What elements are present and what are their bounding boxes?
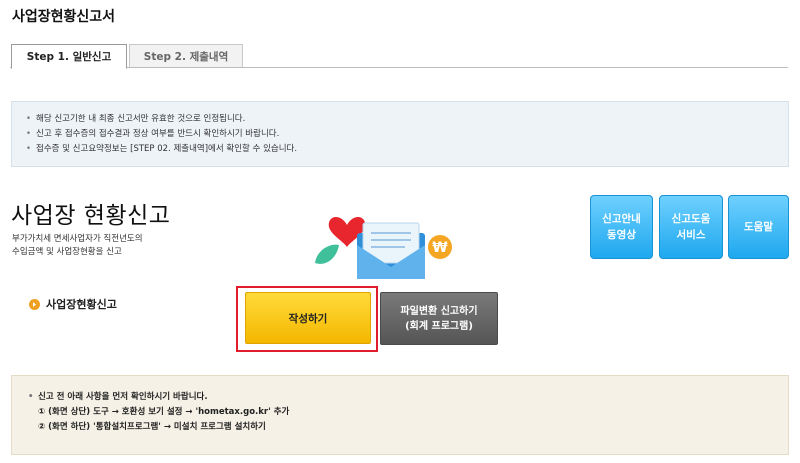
notice-item: 신고 후 접수증의 접수결과 정상 여부를 반드시 확인하시기 바랍니다. (26, 127, 774, 142)
button-label: 신고도움 (671, 213, 711, 225)
main-heading: 사업장 현황신고 (11, 203, 171, 229)
section-label-text: 사업장현황신고 (46, 298, 117, 311)
notice-item: 접수증 및 신고요약정보는 [STEP 02. 제출내역]에서 확인할 수 있습… (26, 142, 774, 157)
heart-icon (328, 216, 366, 247)
help-button[interactable]: 도움말 (728, 195, 789, 259)
description-line: 부가가치세 면세사업자가 직전년도의 (12, 234, 143, 244)
button-label: 신고안내 (602, 213, 641, 225)
notice-heading: 신고 전 아래 사항을 먼저 확인하시기 바랍니다. (28, 390, 772, 405)
notice-step: ① (화면 상단) 도구 → 호환성 보기 설정 → 'hometax.go.k… (38, 407, 290, 417)
button-label: 파일변환 신고하기 (400, 305, 478, 317)
notice-step: ② (화면 하단) '통합설치프로그램' → 미설치 프로그램 설치하기 (38, 422, 266, 432)
tab-step2-history[interactable]: Step 2. 제출내역 (129, 44, 243, 67)
highlight-outline (236, 286, 378, 352)
pre-filing-notice: 신고 전 아래 사항을 먼저 확인하시기 바랍니다. ① (화면 상단) 도구 … (11, 375, 789, 455)
main-description: 부가가치세 면세사업자가 직전년도의 수입금액 및 사업장현황을 신고 (12, 233, 143, 259)
notice-item: 해당 신고기한 내 최종 신고서만 유효한 것으로 인정됩니다. (26, 112, 774, 127)
leaf-icon (315, 244, 339, 264)
envelope-illustration-icon: ₩ (315, 216, 452, 279)
section-label: 사업장현황신고 (29, 296, 117, 312)
svg-text:₩: ₩ (432, 240, 448, 256)
file-convert-filing-button[interactable]: 파일변환 신고하기 (회계 프로그램) (380, 292, 498, 345)
orange-bullet-icon (29, 298, 40, 310)
description-line: 수입금액 및 사업장현황을 신고 (12, 247, 122, 257)
button-label: 동영상 (607, 229, 636, 241)
won-coin-icon (428, 235, 452, 259)
notice-box: 해당 신고기한 내 최종 신고서만 유효한 것으로 인정됩니다. 신고 후 접수… (11, 101, 789, 167)
write-button[interactable]: 작성하기 (245, 292, 371, 344)
button-label: (회계 프로그램) (405, 320, 473, 332)
button-label: 서비스 (676, 229, 706, 241)
tabs-divider (10, 67, 788, 68)
page-title: 사업장현황신고서 (12, 9, 116, 25)
tab-step1-general[interactable]: Step 1. 일반신고 (11, 44, 127, 69)
